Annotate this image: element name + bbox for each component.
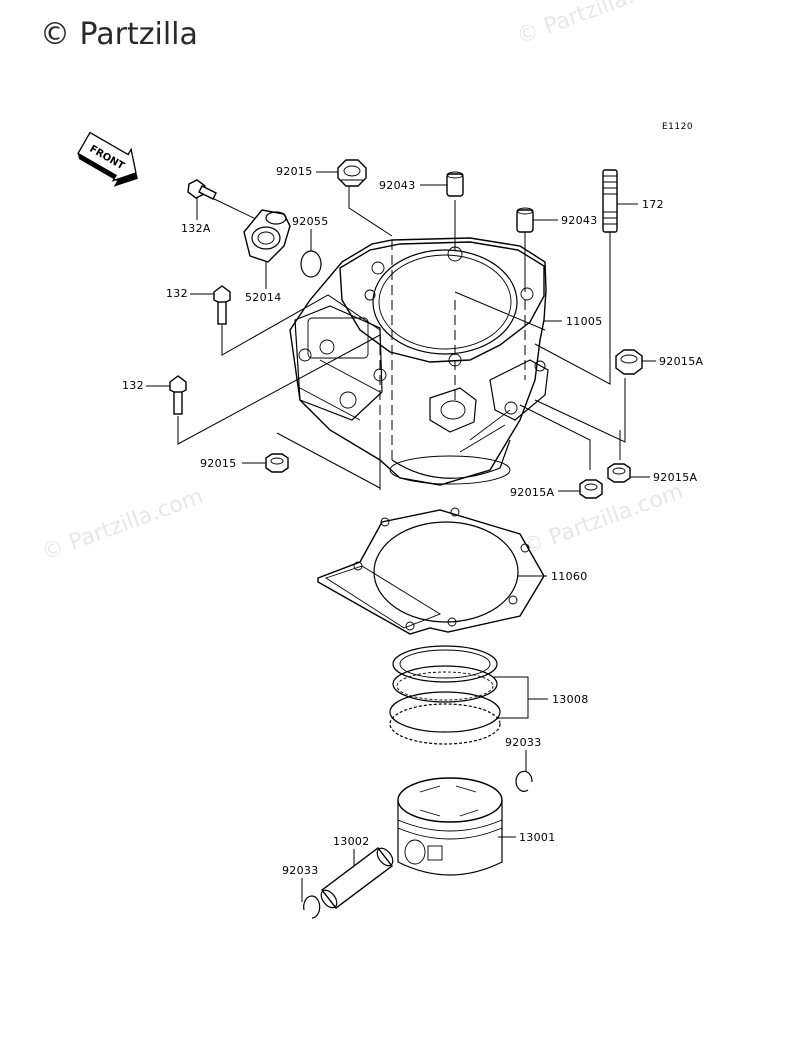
circlip-92033-drawing	[515, 770, 533, 792]
callout-label: 13001	[519, 831, 556, 844]
callout-92033-a[interactable]: 92033	[505, 736, 542, 772]
callout-92033-b[interactable]: 92033	[282, 864, 319, 902]
nut-92015-drawing	[265, 453, 289, 473]
callout-92015A-c[interactable]: 92015A	[630, 471, 697, 484]
bolt-132-drawing	[213, 285, 231, 325]
stud-172-drawing	[602, 169, 618, 233]
callout-132A[interactable]: 132A	[181, 198, 211, 235]
callout-132-b[interactable]: 132	[122, 379, 170, 392]
nut-92015A-drawing	[615, 349, 643, 375]
callout-132-a[interactable]: 132	[166, 287, 214, 300]
callout-92015-b[interactable]: 92015	[200, 457, 266, 470]
leader-line	[519, 404, 591, 470]
leader-line	[534, 378, 626, 443]
leader-line	[276, 432, 381, 489]
callout-52014[interactable]: 52014	[245, 262, 282, 304]
callout-label: 92015	[200, 457, 237, 470]
diagram-code: E1120	[662, 122, 693, 132]
nut-92015A-drawing	[607, 463, 631, 483]
callout-11060[interactable]: 11060	[518, 570, 588, 583]
cylinder-block-drawing	[289, 237, 549, 486]
leader-line	[534, 232, 611, 385]
nut-92015A-drawing	[579, 479, 603, 499]
callout-label: 172	[642, 198, 664, 211]
callout-label: 13008	[552, 693, 589, 706]
bolt-132-drawing	[169, 375, 187, 415]
callout-13002[interactable]: 13002	[333, 835, 370, 866]
callout-172[interactable]: 172	[617, 198, 664, 211]
gasket-11060-drawing	[317, 507, 545, 635]
callout-label: 92015A	[653, 471, 697, 484]
leader-line	[207, 195, 263, 223]
o-ring-92055-drawing	[300, 250, 322, 278]
piston-13001-drawing	[397, 777, 503, 876]
callout-label: 92015A	[659, 355, 703, 368]
leader-line	[221, 294, 381, 356]
callout-92015A-a[interactable]: 92015A	[642, 355, 703, 368]
fitting-52014-drawing	[243, 209, 291, 263]
watermark-main: © Partzilla	[40, 17, 198, 52]
leader-line	[177, 334, 381, 445]
callout-label: 11060	[551, 570, 588, 583]
callout-11005[interactable]: 11005	[544, 315, 603, 328]
callout-13008[interactable]: 13008	[494, 676, 589, 719]
leader-line	[348, 186, 393, 237]
callout-label: 132	[122, 379, 144, 392]
callout-label: 13002	[333, 835, 370, 848]
callout-label: 11005	[566, 315, 603, 328]
callout-label: 132A	[181, 222, 211, 235]
watermark-corner: © Partzilla.com	[514, 0, 682, 50]
callout-label: 52014	[245, 291, 282, 304]
callout-92055[interactable]: 92055	[292, 215, 329, 251]
front-arrow-icon: FRONT	[77, 131, 138, 187]
nut-92015-drawing	[337, 159, 367, 187]
callout-label: 132	[166, 287, 188, 300]
callout-label: 92015	[276, 165, 313, 178]
bolt-132A-drawing	[187, 179, 217, 200]
callout-92043-b[interactable]: 92043	[533, 214, 598, 227]
callout-label: 92033	[505, 736, 542, 749]
callout-92043-a[interactable]: 92043	[379, 179, 447, 192]
leader-line	[454, 291, 546, 331]
circlip-92033-drawing	[303, 895, 321, 919]
callout-label: 92043	[379, 179, 416, 192]
callout-92015A-b[interactable]: 92015A	[510, 486, 580, 499]
dowel-pin-92043-drawing	[516, 207, 534, 233]
callout-label: 92015A	[510, 486, 554, 499]
callout-13001[interactable]: 13001	[498, 831, 556, 844]
callout-label: 92043	[561, 214, 598, 227]
watermark-mid-left: © Partzilla.com	[39, 484, 207, 566]
callout-label: 92055	[292, 215, 329, 228]
dowel-pin-92043-drawing	[446, 171, 464, 197]
callout-92015-top[interactable]: 92015	[276, 165, 338, 178]
piston-pin-13002-drawing	[320, 847, 394, 909]
leader-line	[494, 676, 548, 719]
callout-label: 92033	[282, 864, 319, 877]
piston-rings-13008-drawing	[389, 645, 501, 745]
